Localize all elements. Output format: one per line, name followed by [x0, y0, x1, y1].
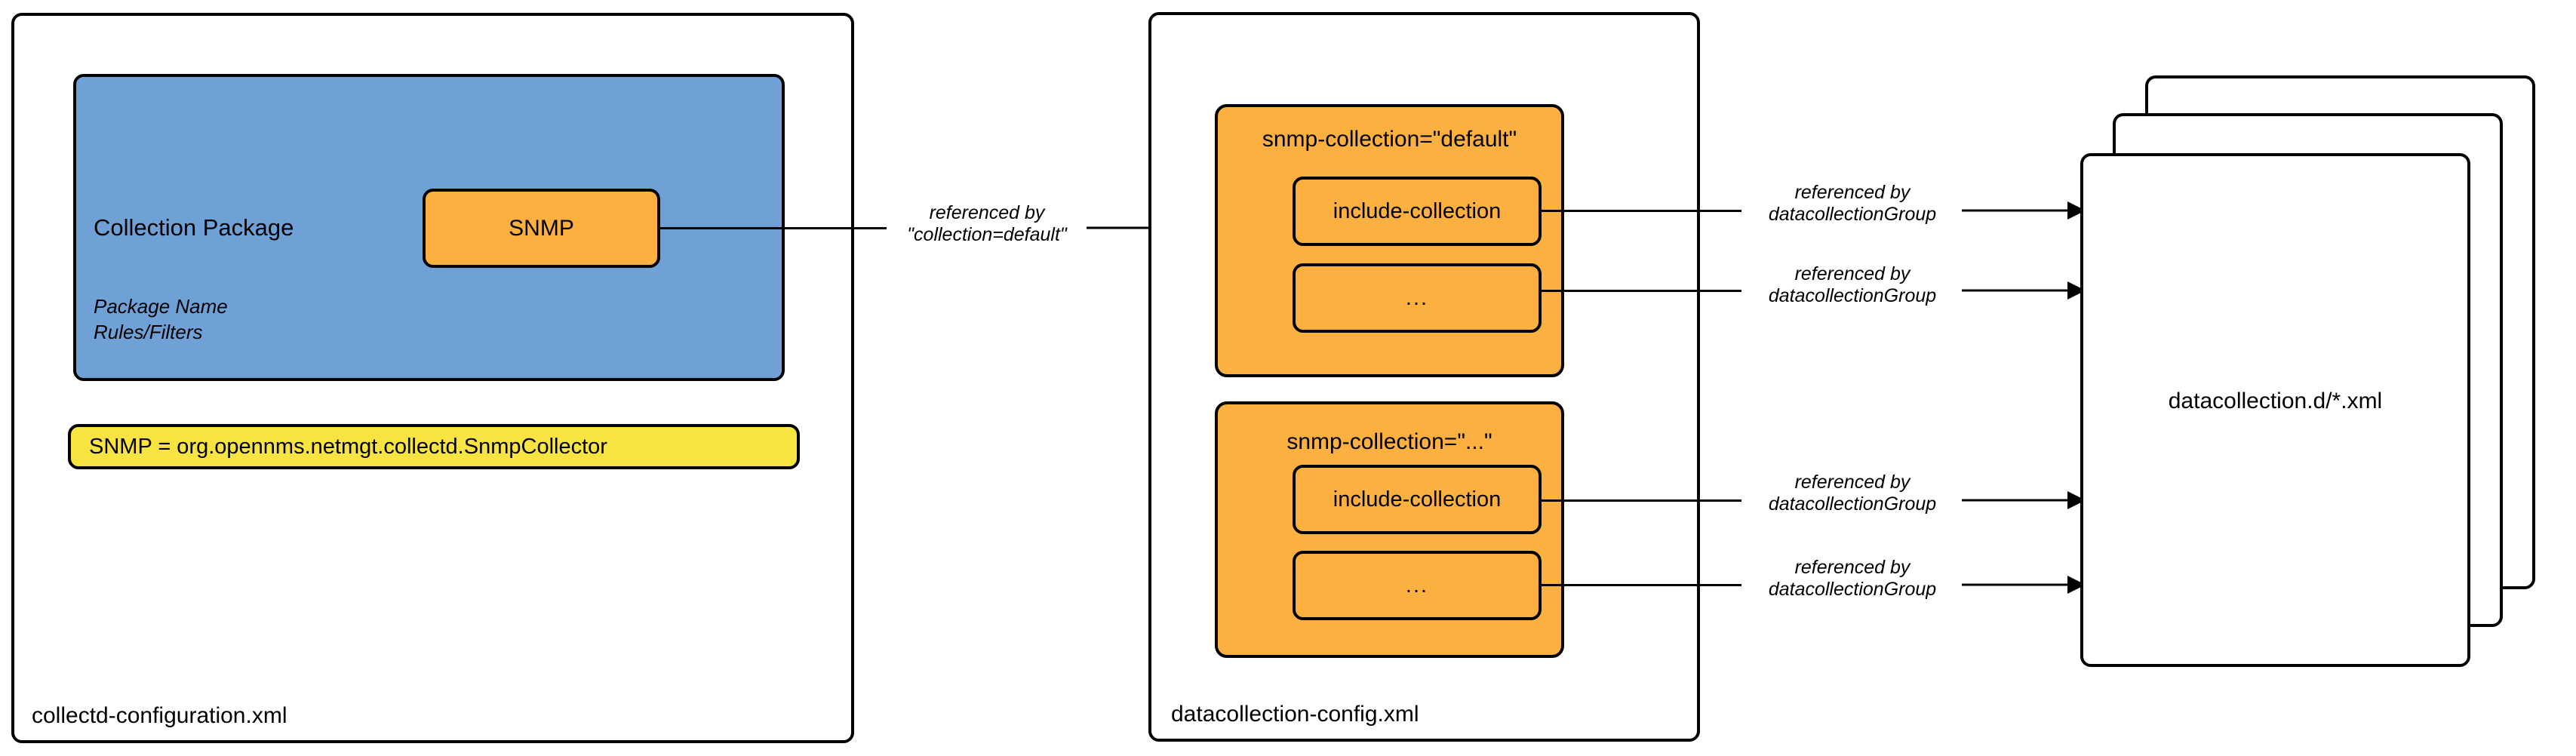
edge-label-datacollection-group-4-line1: referenced by [1794, 557, 1910, 578]
connector-snmp-to-datacollection-line [660, 227, 887, 229]
snmp-collection-group-default-title: snmp-collection="default" [1262, 127, 1517, 152]
include-collection-label-default-2: ... [1405, 286, 1429, 310]
edge-label-datacollection-group-1: referenced by datacollectionGroup [1743, 182, 1962, 226]
snmp-collector-legend-box: SNMP = org.opennms.netmgt.collectd.SnmpC… [68, 424, 800, 469]
collectd-configuration-file-label: collectd-configuration.xml [32, 703, 287, 728]
snmp-service-box[interactable]: SNMP [423, 189, 660, 268]
edge-label-datacollection-group-1-line1: referenced by [1794, 182, 1910, 203]
edge-label-datacollection-group-4-line2: datacollectionGroup [1768, 579, 1937, 600]
edge-label-datacollection-group-2-line2: datacollectionGroup [1768, 285, 1937, 306]
edge-label-datacollection-group-3-line1: referenced by [1794, 472, 1910, 493]
edge-label-datacollection-group-4: referenced by datacollectionGroup [1743, 557, 1962, 601]
snmp-service-label: SNMP [509, 215, 574, 241]
snmp-collector-legend-label: SNMP = org.opennms.netmgt.collectd.SnmpC… [89, 435, 607, 459]
include-collection-box-other-1[interactable]: include-collection [1293, 465, 1542, 534]
include-collection-box-default-2[interactable]: ... [1293, 263, 1542, 333]
edge-label-datacollection-group-3: referenced by datacollectionGroup [1743, 472, 1962, 515]
edge-label-collection-default-line2: "collection=default" [907, 224, 1067, 245]
include-collection-label-default-1: include-collection [1333, 199, 1502, 223]
datacollection-d-label: datacollection.d/*.xml [2168, 389, 2383, 413]
arrow-datacollection-group-3 [1962, 491, 2086, 509]
collection-package-title: Collection Package [94, 214, 294, 241]
edge-label-collection-default-line1: referenced by [929, 202, 1045, 223]
edge-label-datacollection-group-1-line2: datacollectionGroup [1768, 204, 1937, 225]
arrow-datacollection-group-1 [1962, 201, 2086, 220]
connector-include-collection-4-line [1542, 584, 1741, 586]
collection-package-attr-rules-filters: Rules/Filters [94, 321, 203, 343]
datacollection-config-file-label: datacollection-config.xml [1171, 702, 1419, 727]
connector-include-collection-2-line [1542, 290, 1741, 292]
include-collection-label-other-2: ... [1405, 573, 1429, 598]
connector-include-collection-1-line [1542, 210, 1741, 212]
edge-label-datacollection-group-3-line2: datacollectionGroup [1768, 493, 1937, 515]
collection-package-attr-package-name: Package Name [94, 295, 228, 318]
datacollection-d-sheet-front[interactable]: datacollection.d/*.xml [2080, 153, 2470, 667]
snmp-collection-group-other-title: snmp-collection="..." [1286, 429, 1492, 454]
arrow-datacollection-group-2 [1962, 281, 2086, 300]
edge-label-datacollection-group-2-line1: referenced by [1794, 263, 1910, 284]
include-collection-box-other-2[interactable]: ... [1293, 551, 1542, 620]
edge-label-datacollection-group-2: referenced by datacollectionGroup [1743, 263, 1962, 307]
connector-include-collection-3-line [1542, 499, 1741, 502]
edge-label-collection-default: referenced by "collection=default" [889, 202, 1085, 246]
arrow-datacollection-group-4 [1962, 576, 2086, 594]
include-collection-label-other-1: include-collection [1333, 487, 1502, 512]
include-collection-box-default-1[interactable]: include-collection [1293, 177, 1542, 246]
